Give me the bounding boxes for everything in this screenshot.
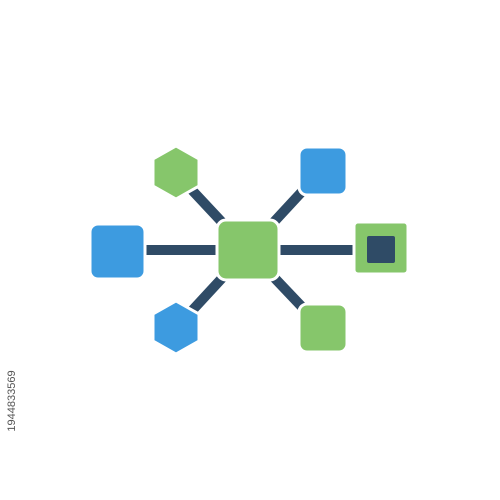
stock-id-label: 1944833569: [6, 370, 18, 432]
top-left-hexagon-node: [151, 144, 201, 201]
center-hub-node: [215, 218, 281, 282]
right-square-node: [352, 220, 410, 276]
bottom-right-square-node: [297, 302, 349, 354]
right-square-inner: [367, 236, 395, 263]
left-square-node: [88, 222, 147, 281]
top-right-square-node: [297, 145, 349, 197]
bottom-left-hexagon-node: [151, 299, 201, 356]
